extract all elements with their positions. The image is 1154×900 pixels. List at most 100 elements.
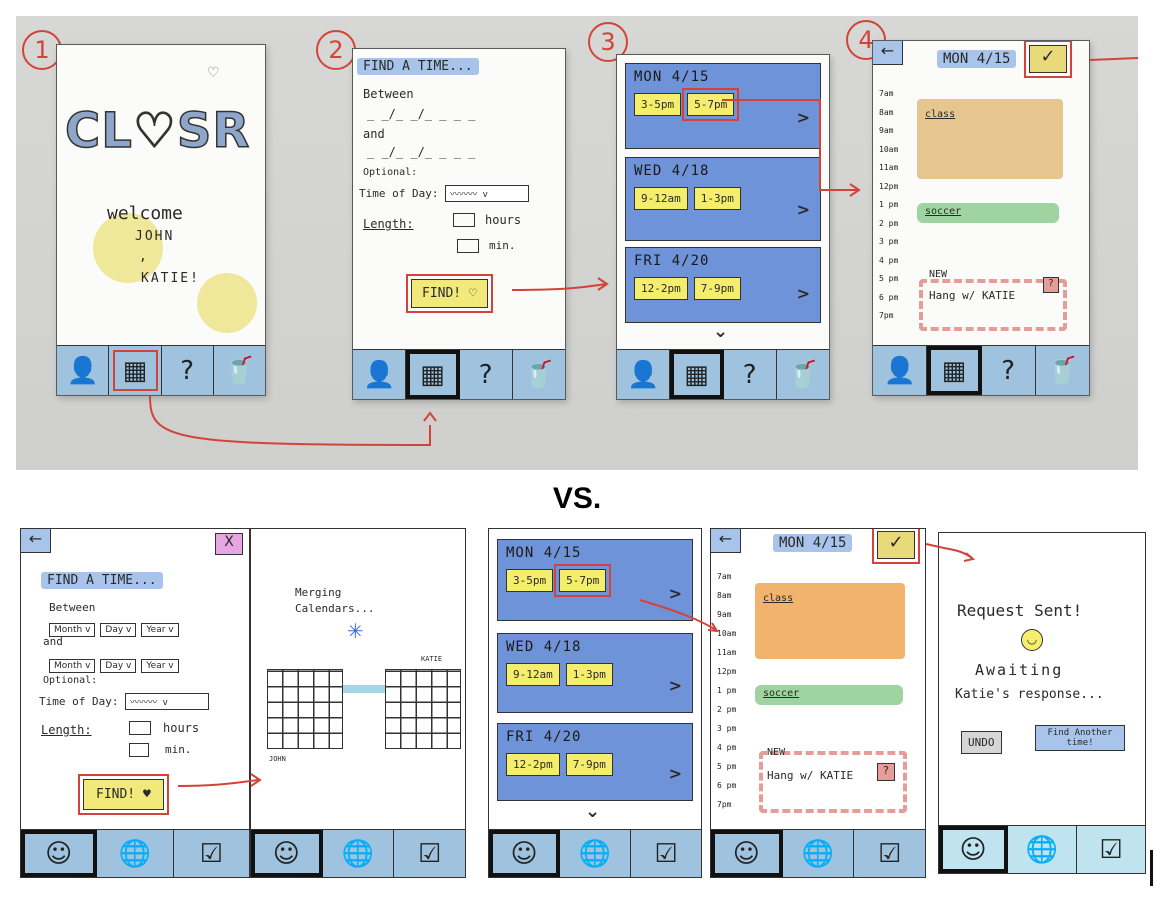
- time-slot[interactable]: 3-5pm: [634, 93, 682, 116]
- nav-friends[interactable]: ☺: [489, 830, 560, 877]
- confirm-button[interactable]: ✓: [1024, 41, 1072, 78]
- time-slot[interactable]: 7-9pm: [565, 753, 613, 776]
- soccer-event[interactable]: soccer: [755, 685, 903, 705]
- nav-help[interactable]: ?: [162, 346, 214, 395]
- event-label: soccer: [763, 688, 800, 699]
- nav-calendar[interactable]: ▦: [927, 346, 982, 395]
- time-slot[interactable]: 1-3pm: [693, 187, 741, 210]
- nav-help[interactable]: ?: [982, 346, 1036, 395]
- month-dropdown[interactable]: Month v: [49, 659, 96, 673]
- back-button[interactable]: ←: [873, 41, 903, 65]
- chevron-right-icon[interactable]: >: [668, 676, 682, 695]
- nav-friends[interactable]: ☺: [21, 830, 98, 877]
- time-slot-selected[interactable]: 5-7pm: [682, 88, 740, 121]
- find-button[interactable]: FIND! ♥: [78, 774, 169, 815]
- undo-button[interactable]: UNDO: [961, 731, 1002, 754]
- time-slot[interactable]: 7-9pm: [693, 277, 741, 300]
- merging-text: Merging Calendars...: [295, 586, 375, 615]
- hours-input[interactable]: [129, 721, 151, 735]
- chevron-down-icon[interactable]: ⌄: [585, 801, 601, 822]
- comma-text: ,: [139, 249, 147, 264]
- time-slot[interactable]: 12-2pm: [634, 277, 688, 300]
- nav-drink[interactable]: 🥤: [214, 346, 265, 395]
- help-icon[interactable]: ?: [877, 763, 895, 781]
- john-calendar-grid: [267, 669, 343, 749]
- nav-checklist[interactable]: ☑: [854, 830, 925, 877]
- bottom-nav: ☺ 🌐 ☑: [489, 829, 701, 877]
- optional-label: Optional:: [43, 675, 98, 686]
- find-button[interactable]: FIND! ♡: [406, 274, 493, 313]
- end-date-input[interactable]: _ _/_ _/_ _ _ _: [367, 145, 476, 159]
- nav-profile[interactable]: 👤: [353, 350, 407, 399]
- time-slot[interactable]: 3-5pm: [506, 569, 554, 592]
- nav-calendar[interactable]: ▦: [406, 350, 460, 399]
- back-button[interactable]: ←: [711, 529, 741, 553]
- month-dropdown[interactable]: Month v: [49, 623, 96, 637]
- find-another-time-button[interactable]: Find Another time!: [1035, 725, 1125, 751]
- chevron-right-icon[interactable]: >: [796, 284, 810, 303]
- nav-profile[interactable]: 👤: [57, 346, 110, 395]
- time-label: 1 pm: [879, 200, 899, 209]
- time-of-day-dropdown[interactable]: 〰〰〰 v: [445, 185, 530, 202]
- time-slot[interactable]: 1-3pm: [565, 663, 613, 686]
- new-event-box[interactable]: [919, 279, 1067, 331]
- chevron-down-icon[interactable]: ⌄: [713, 321, 729, 342]
- nav-checklist[interactable]: ☑: [174, 830, 249, 877]
- nav-checklist[interactable]: ☑: [1077, 826, 1145, 873]
- nav-friends[interactable]: ☺: [939, 826, 1008, 873]
- start-date-input[interactable]: _ _/_ _/_ _ _ _: [367, 107, 476, 121]
- optional-label: Optional:: [363, 167, 418, 178]
- time-slot[interactable]: 9-12am: [506, 663, 560, 686]
- nav-drink[interactable]: 🥤: [513, 350, 565, 399]
- chevron-right-icon[interactable]: >: [796, 200, 810, 219]
- day-dropdown[interactable]: Day v: [100, 659, 137, 673]
- globe-music-icon: 🌐: [801, 838, 835, 869]
- year-dropdown[interactable]: Year v: [141, 659, 179, 673]
- help-icon[interactable]: ?: [1043, 277, 1059, 293]
- nav-friends[interactable]: ☺: [251, 830, 323, 877]
- min-input[interactable]: [457, 239, 479, 253]
- nav-activities[interactable]: 🌐: [783, 830, 855, 877]
- nav-help[interactable]: ?: [460, 350, 513, 399]
- nav-friends[interactable]: ☺: [711, 830, 783, 877]
- nav-activities[interactable]: 🌐: [1008, 826, 1077, 873]
- time-of-day-dropdown[interactable]: 〰〰〰 v: [125, 693, 210, 710]
- nav-profile[interactable]: 👤: [873, 346, 928, 395]
- hours-input[interactable]: [453, 213, 475, 227]
- year-dropdown[interactable]: Year v: [141, 623, 179, 637]
- day-dropdown[interactable]: Day v: [100, 623, 137, 637]
- nav-drink[interactable]: 🥤: [1036, 346, 1089, 395]
- time-slot[interactable]: 12-2pm: [506, 753, 560, 776]
- nav-drink[interactable]: 🥤: [777, 350, 829, 399]
- nav-activities[interactable]: 🌐: [560, 830, 631, 877]
- back-button[interactable]: ←: [21, 529, 51, 553]
- chevron-right-icon[interactable]: >: [668, 584, 682, 603]
- nav-checklist[interactable]: ☑: [631, 830, 701, 877]
- time-label: 8am: [879, 107, 894, 117]
- class-event[interactable]: class: [755, 583, 905, 659]
- nav-checklist[interactable]: ☑: [394, 830, 465, 877]
- confirm-button[interactable]: ✓: [872, 529, 920, 564]
- nav-help[interactable]: ?: [724, 350, 777, 399]
- time-slot[interactable]: 9-12am: [634, 187, 688, 210]
- nav-calendar[interactable]: ▦: [109, 346, 162, 395]
- nav-activities[interactable]: 🌐: [323, 830, 395, 877]
- day-title: FRI 4/20: [634, 253, 710, 269]
- new-event-box[interactable]: [759, 751, 907, 813]
- soccer-event[interactable]: soccer: [917, 203, 1059, 223]
- nav-calendar[interactable]: ▦: [670, 350, 724, 399]
- close-button[interactable]: X: [215, 533, 243, 555]
- time-slot-selected[interactable]: 5-7pm: [554, 564, 612, 597]
- min-input[interactable]: [129, 743, 149, 757]
- chevron-right-icon[interactable]: >: [668, 764, 682, 783]
- class-event[interactable]: class: [917, 99, 1063, 179]
- nav-profile[interactable]: 👤: [617, 350, 671, 399]
- nav-activities[interactable]: 🌐: [97, 830, 174, 877]
- chevron-right-icon[interactable]: >: [796, 108, 810, 127]
